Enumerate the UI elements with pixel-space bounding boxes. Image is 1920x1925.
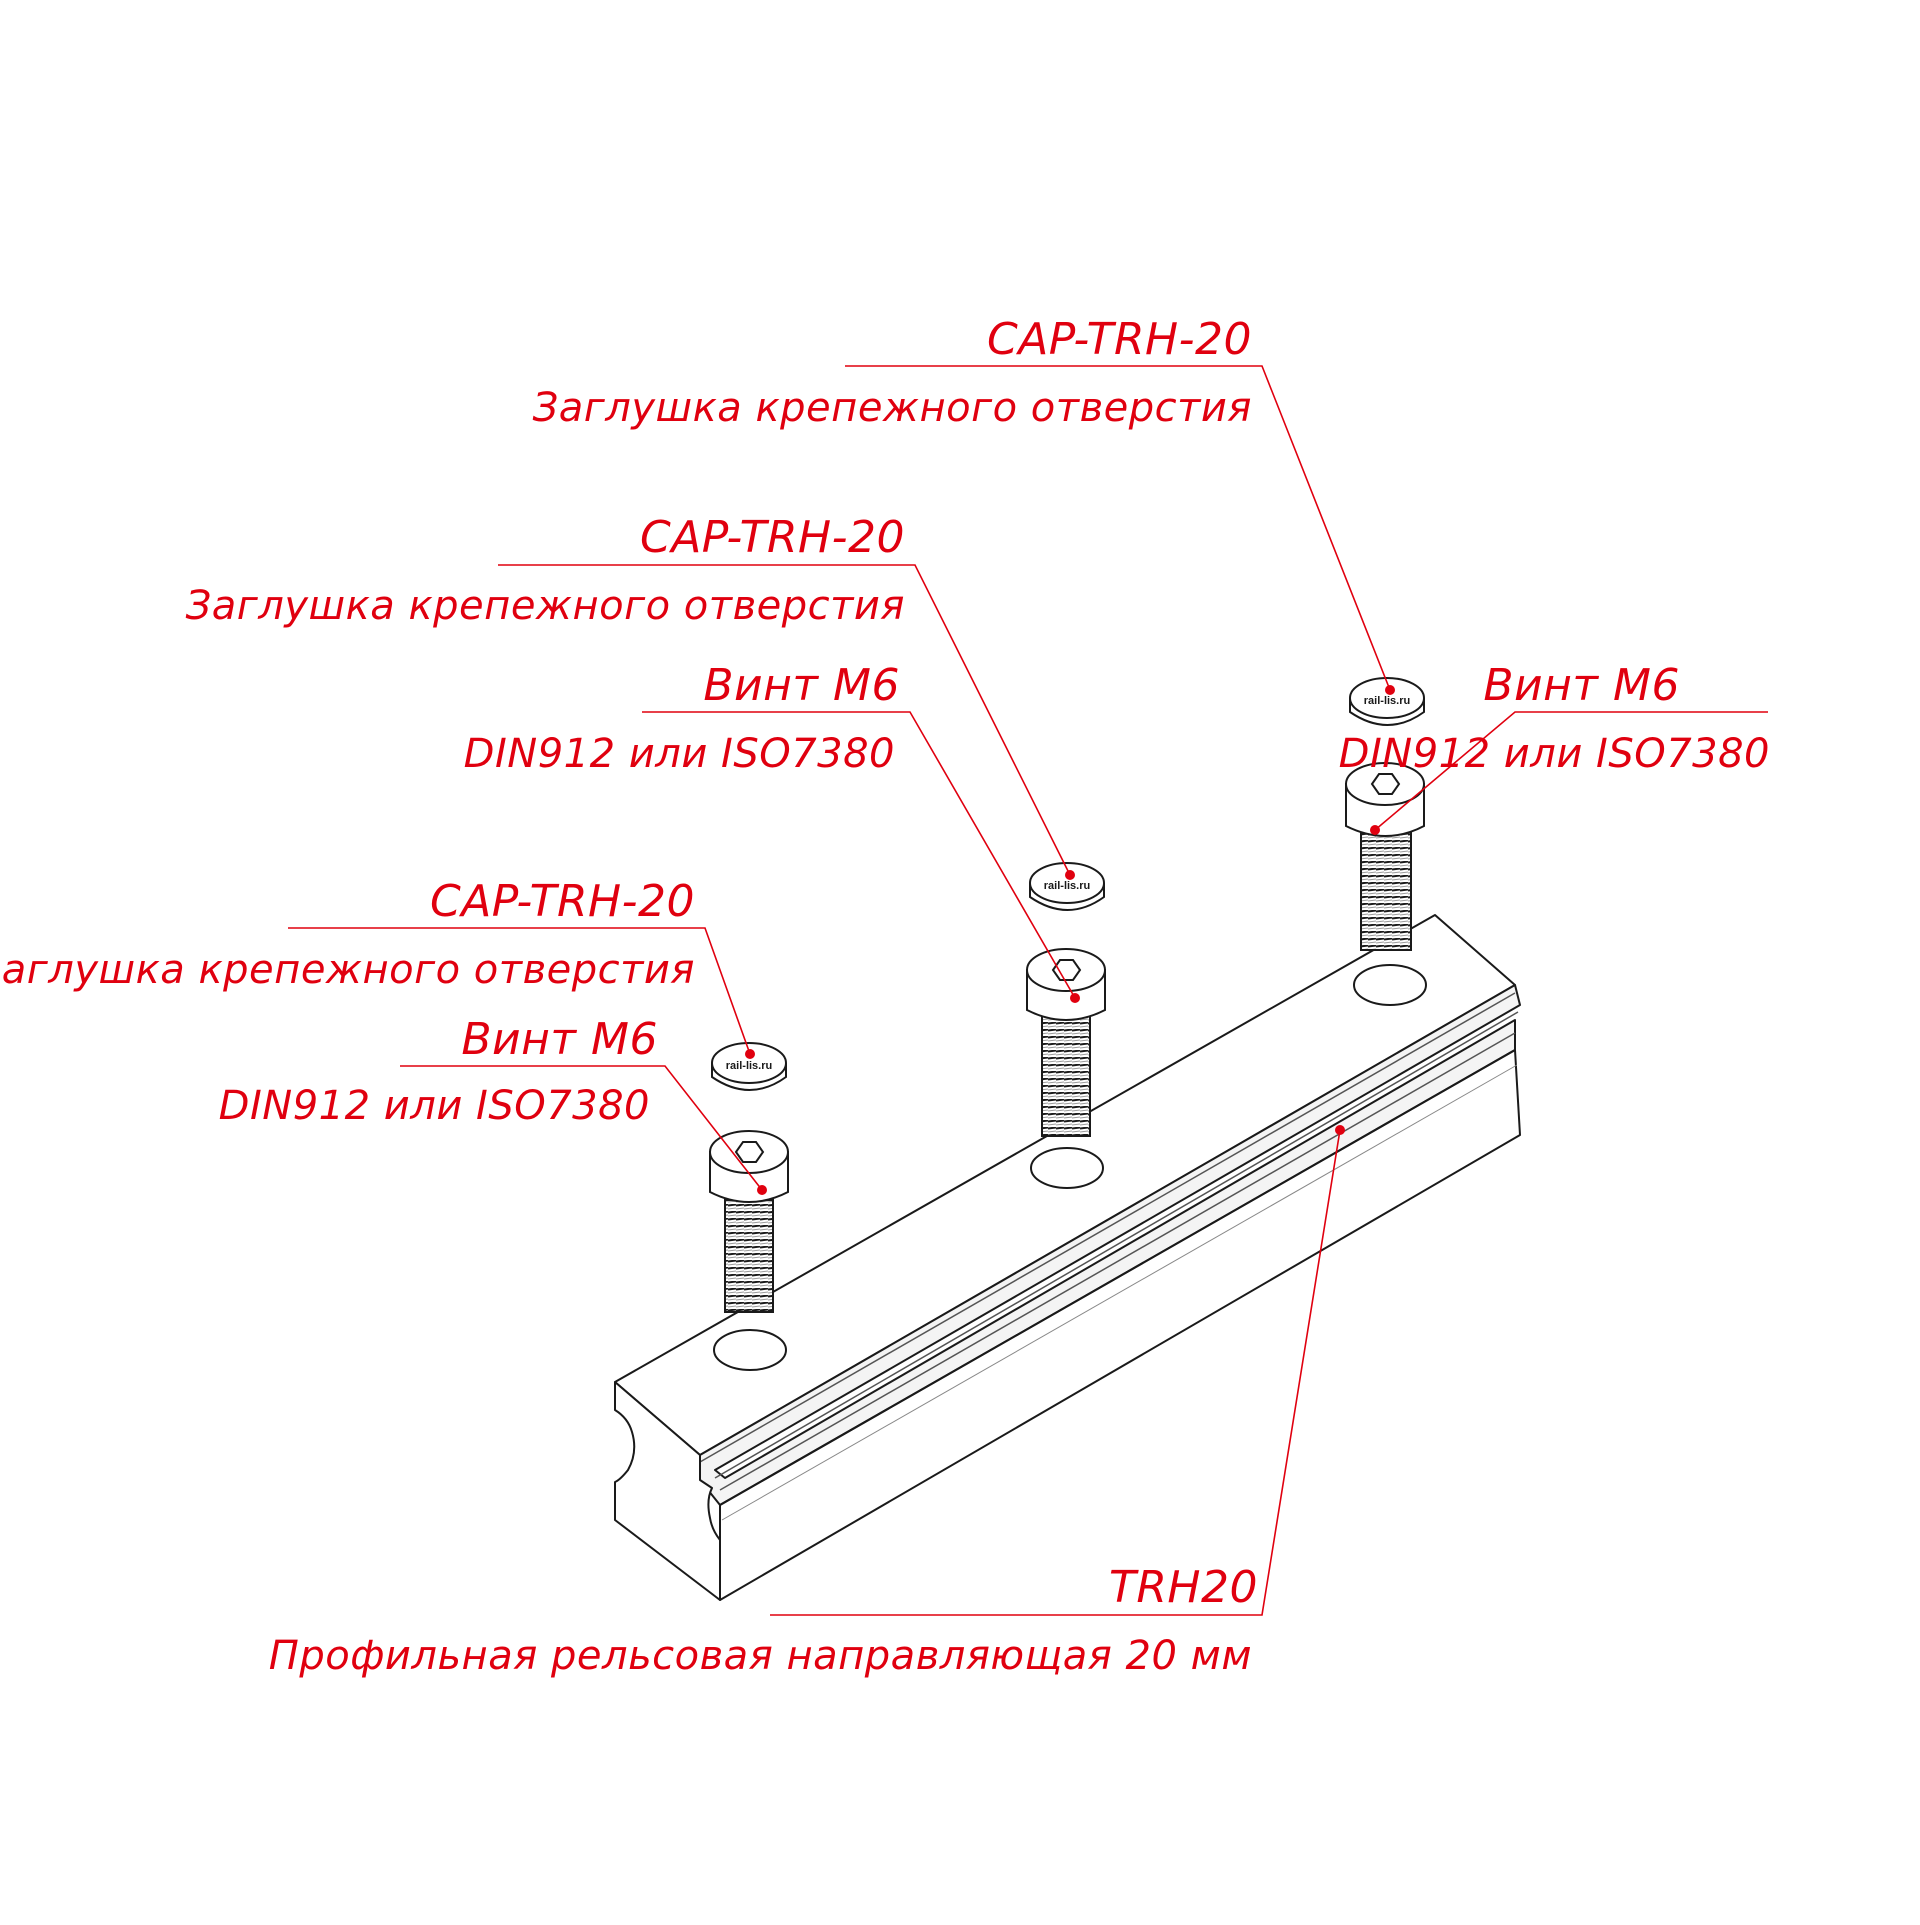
screw-left-shank	[724, 1199, 774, 1313]
rail-hole-right	[1353, 964, 1427, 1006]
label-cap-mid-desc: Заглушка крепежного отверстия	[185, 583, 905, 629]
label-screw-left-code: Винт М6	[461, 1014, 658, 1065]
callout-leaders	[288, 365, 1768, 1616]
label-screw-left-desc: DIN912 или ISO7380	[218, 1083, 650, 1129]
label-screw-right-code: Винт М6	[1483, 660, 1680, 711]
leader-screw-mid	[642, 711, 1076, 999]
leader-cap-top	[845, 365, 1391, 691]
rail-hole-mid	[1030, 1147, 1104, 1189]
label-cap-top-code: CAP-TRH-20	[986, 314, 1252, 365]
callout-dots	[745, 685, 1395, 1195]
label-screw-right-desc: DIN912 или ISO7380	[1338, 731, 1770, 777]
cap-left-logo: rail-lis.ru	[726, 1060, 772, 1072]
screw-mid-hex-socket	[1051, 959, 1082, 981]
label-cap-left-desc: Заглушка крепежного отверстия	[0, 947, 695, 993]
cap-mid: rail-lis.ru	[1029, 862, 1105, 911]
leader-cap-mid	[498, 564, 1071, 876]
screw-left-hex-socket	[734, 1141, 765, 1163]
label-rail-desc: Профильная рельсовая направляющая 20 мм	[268, 1633, 1252, 1679]
cap-left: rail-lis.ru	[711, 1042, 787, 1091]
rail-end-profile	[614, 1381, 721, 1601]
label-rail-code: TRH20	[1108, 1562, 1258, 1613]
leader-screw-left	[400, 1065, 763, 1191]
leader-rail	[770, 1129, 1341, 1616]
screw-left	[709, 1130, 789, 1313]
screw-mid-shank	[1041, 1015, 1091, 1137]
cap-top: rail-lis.ru	[1349, 677, 1425, 726]
label-cap-mid-code: CAP-TRH-20	[639, 512, 905, 563]
screw-mid	[1026, 948, 1106, 1137]
screw-right-shank	[1360, 829, 1412, 951]
screw-right	[1345, 762, 1425, 951]
cap-top-logo: rail-lis.ru	[1364, 695, 1410, 707]
label-screw-mid-desc: DIN912 или ISO7380	[463, 731, 895, 777]
leader-screw-right	[1374, 711, 1768, 831]
label-cap-top-desc: Заглушка крепежного отверстия	[532, 385, 1252, 431]
leader-cap-left	[288, 927, 751, 1055]
label-screw-mid-code: Винт М6	[703, 660, 900, 711]
rail-groove-band	[699, 984, 1521, 1506]
cap-mid-logo: rail-lis.ru	[1044, 880, 1090, 892]
screw-right-hex-socket	[1370, 773, 1401, 795]
label-cap-left-code: CAP-TRH-20	[429, 876, 695, 927]
rail-holes	[713, 964, 1427, 1371]
rail-hole-left	[713, 1329, 787, 1371]
